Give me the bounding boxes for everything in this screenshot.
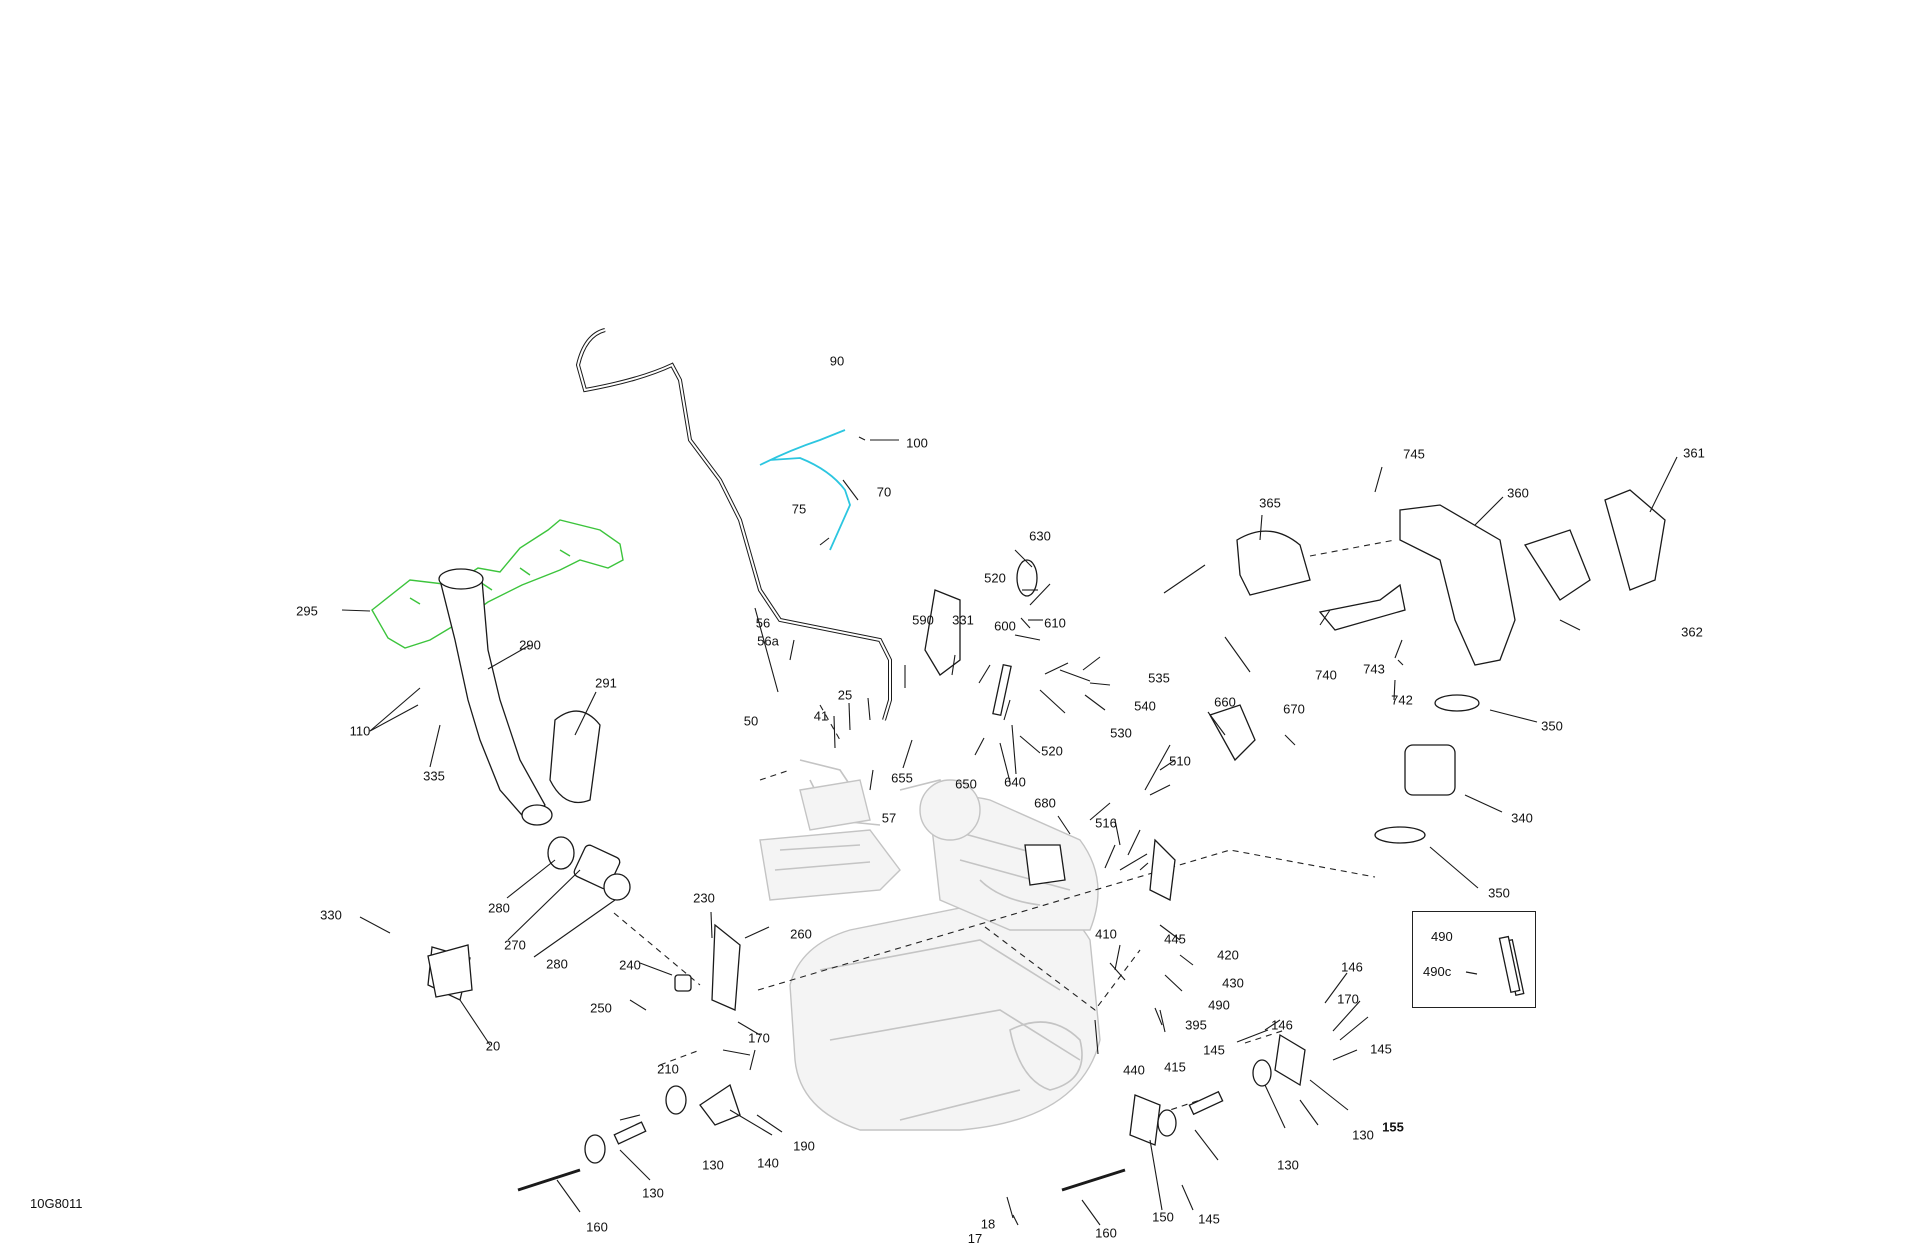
callout-440: 440 [1123,1062,1145,1078]
callout-280-lower: 280 [546,956,568,972]
callout-540: 540 [1134,698,1156,714]
callout-130-c: 130 [1277,1157,1299,1173]
callout-56a: 56a [757,633,779,649]
callout-655: 655 [891,770,913,786]
callout-20: 20 [485,1038,501,1054]
callout-170-right: 170 [1337,991,1359,1007]
callout-350-upper: 350 [1541,718,1563,734]
callout-17: 17 [967,1231,983,1245]
callout-430: 430 [1222,975,1244,991]
callout-160-right: 160 [1095,1225,1117,1241]
callout-155: 155 [1382,1119,1404,1135]
callout-100: 100 [906,435,928,451]
tube-56 [575,328,892,721]
callout-130-b: 130 [642,1185,664,1201]
callout-146-right: 146 [1341,959,1363,975]
callout-240: 240 [619,957,641,973]
callout-331: 331 [952,612,974,628]
callout-50: 50 [743,713,759,729]
callout-146-left: 146 [1271,1017,1293,1033]
callout-18: 18 [980,1216,996,1232]
callout-140: 140 [757,1155,779,1171]
exploded-parts [427,489,1666,1192]
callout-360: 360 [1507,485,1529,501]
callout-640: 640 [1004,774,1026,790]
callout-160-left: 160 [586,1219,608,1235]
callout-361: 361 [1683,445,1705,461]
callout-130-a: 130 [702,1157,724,1173]
callout-70: 70 [876,484,892,500]
callout-420: 420 [1217,947,1239,963]
callout-415: 415 [1164,1059,1186,1075]
callout-leaders [341,436,1678,1226]
callout-535: 535 [1148,670,1170,686]
callout-57: 57 [881,810,897,826]
assembly-leader-lines [613,539,1396,1121]
callout-590: 590 [912,612,934,628]
callout-130-d: 130 [1352,1127,1374,1143]
callout-365: 365 [1259,495,1281,511]
callout-90: 90 [829,353,845,369]
callout-75: 75 [791,501,807,517]
callout-280-upper: 280 [488,900,510,916]
callout-740: 740 [1315,667,1337,683]
drawing-code: 10G8011 [30,1196,83,1211]
callout-660: 660 [1214,694,1236,710]
callout-250: 250 [590,1000,612,1016]
callout-680: 680 [1034,795,1056,811]
heat-shield-295 [371,519,624,649]
callout-395: 395 [1185,1017,1207,1033]
detail-inset-drawing [1465,935,1521,993]
callout-210: 210 [657,1061,679,1077]
callout-410: 410 [1095,926,1117,942]
engine-block-ghost [759,759,1101,1131]
callout-362: 362 [1681,624,1703,640]
callout-291: 291 [595,675,617,691]
callout-742: 742 [1391,692,1413,708]
callout-745: 745 [1403,446,1425,462]
callout-145-left: 145 [1203,1042,1225,1058]
callout-290: 290 [519,637,541,653]
callout-610: 610 [1044,615,1066,631]
callout-600: 600 [994,618,1016,634]
callout-25: 25 [837,687,853,703]
callout-150: 150 [1152,1209,1174,1225]
callout-335: 335 [423,768,445,784]
callout-630: 630 [1029,528,1051,544]
callout-445: 445 [1164,931,1186,947]
callout-230: 230 [693,890,715,906]
callout-670: 670 [1283,701,1305,717]
callout-340: 340 [1511,810,1533,826]
callout-520-bottom: 520 [1041,743,1063,759]
callout-295: 295 [296,603,318,619]
callout-270: 270 [504,937,526,953]
callout-490: 490 [1208,997,1230,1013]
callout-650: 650 [955,776,977,792]
callout-520-top: 520 [984,570,1006,586]
callout-516: 516 [1095,815,1117,831]
detail-inset-title: 490 [1431,929,1453,944]
callout-56: 56 [755,615,771,631]
callout-170-left: 170 [748,1030,770,1046]
detail-inset-490: 490 490c [1412,911,1536,1008]
callout-145-right: 145 [1370,1041,1392,1057]
callout-330: 330 [320,907,342,923]
callout-110: 110 [349,723,371,739]
callout-41: 41 [813,708,829,724]
wiring-harness-70 [759,429,851,551]
intake-duct-290 [438,568,553,826]
callout-190: 190 [793,1138,815,1154]
callout-350-lower: 350 [1488,885,1510,901]
callout-145-bottom: 145 [1198,1211,1220,1227]
detail-inset-item: 490c [1423,964,1452,979]
callout-510: 510 [1169,753,1191,769]
callout-530: 530 [1110,725,1132,741]
callout-743: 743 [1363,661,1385,677]
callout-260: 260 [790,926,812,942]
